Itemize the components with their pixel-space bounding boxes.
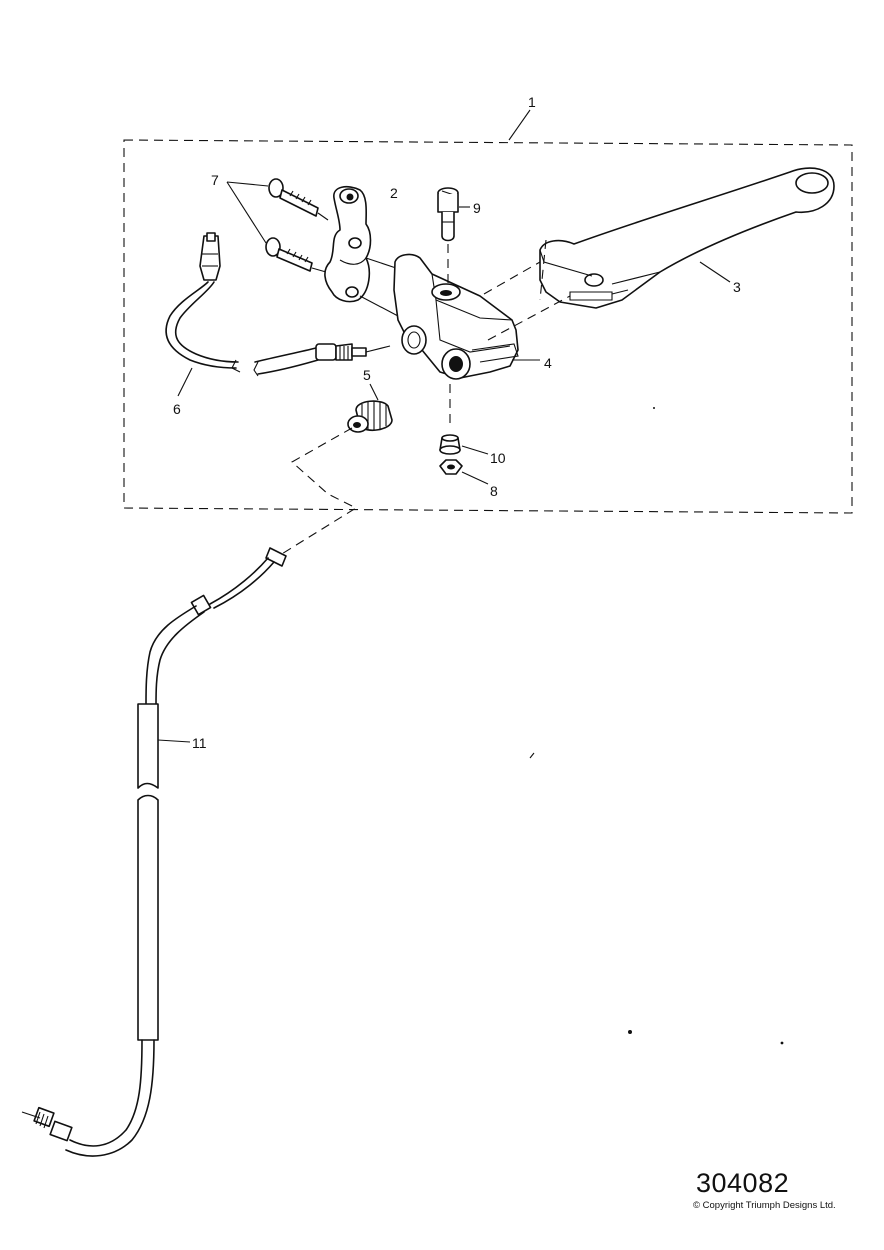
callout-5: 5 [363, 367, 371, 383]
part-8-nut [439, 459, 489, 485]
callout-10: 10 [490, 450, 506, 466]
part-10-bush [439, 384, 489, 455]
assembly-line-cable [271, 427, 358, 561]
callout-11: 11 [192, 735, 207, 751]
bolt-lower [265, 237, 313, 272]
bolt-upper [268, 178, 319, 217]
part-2-clamp [324, 185, 399, 317]
callout-4: 4 [544, 355, 552, 371]
part-4-housing [393, 253, 540, 380]
part-3-lever [539, 167, 835, 309]
callout-7: 7 [211, 172, 219, 188]
callout-9: 9 [473, 200, 481, 216]
callout-8: 8 [490, 483, 498, 499]
part-6-switch-cable [165, 232, 391, 397]
assembly-boundary [123, 139, 853, 514]
part-11-cable [21, 547, 287, 1157]
callout-3: 3 [733, 279, 741, 295]
leader-1 [508, 109, 531, 141]
part-5-adjuster [347, 383, 393, 433]
callout-6: 6 [173, 401, 181, 417]
assembly-line-lever [483, 239, 571, 341]
part-7-bolts [226, 178, 329, 273]
part-9-pivot-bolt [437, 187, 470, 284]
copyright-notice: © Copyright Triumph Designs Ltd. [693, 1200, 836, 1211]
callout-2: 2 [390, 185, 398, 201]
callout-1: 1 [528, 94, 536, 110]
figure-id: 304082 [696, 1168, 790, 1198]
